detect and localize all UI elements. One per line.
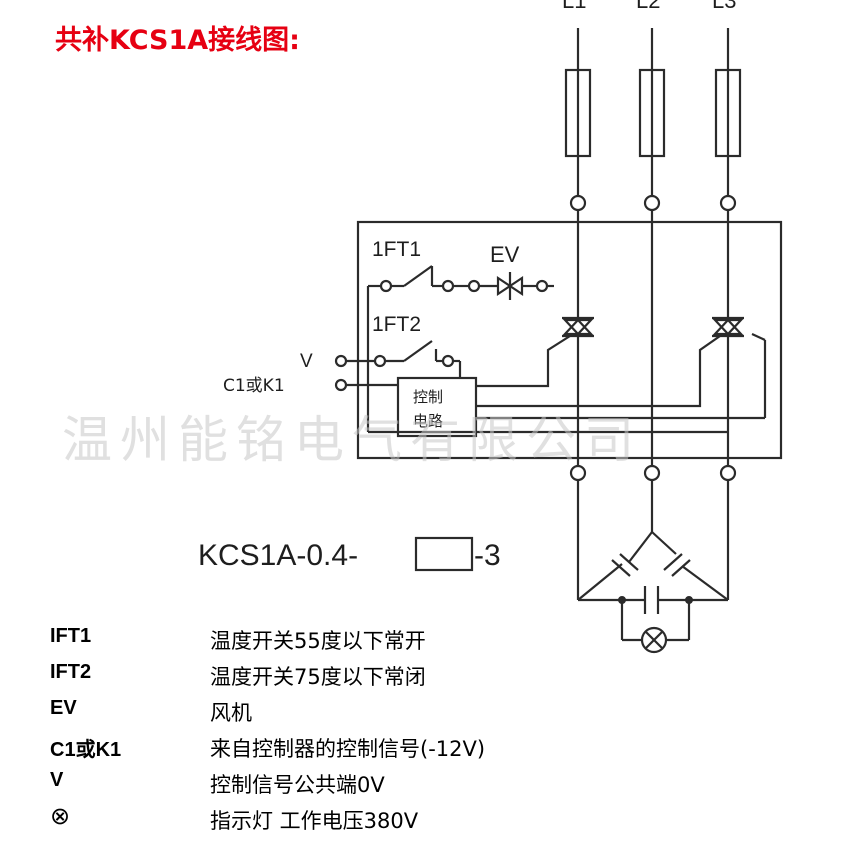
control-circuit-line1: 控制 — [413, 388, 443, 406]
terminal-top-l1 — [569, 194, 587, 212]
label-v: V — [300, 351, 313, 372]
thyristor-l3-icon — [712, 316, 744, 338]
indicator-lamp-icon — [640, 626, 668, 654]
terminal-top-l3 — [719, 194, 737, 212]
legend-desc: 温度开关55度以下常开 — [210, 629, 426, 653]
legend-key: IFT1 — [50, 625, 92, 647]
legend-desc: 指示灯 工作电压380V — [210, 809, 419, 833]
module-box — [356, 220, 783, 460]
legend-desc: 控制信号公共端0V — [210, 773, 385, 797]
legend-desc: 来自控制器的控制信号(-12V) — [210, 737, 486, 761]
legend-desc: 风机 — [210, 701, 252, 725]
thyristor-l1-icon — [562, 316, 594, 338]
model-prefix: KCS1A-0.4- — [198, 539, 358, 572]
ift1-switch-blade — [403, 265, 433, 287]
legend-key: C1或K1 — [50, 739, 122, 761]
fan-ev-icon — [496, 275, 512, 297]
lamp-symbol-icon: ⊗ — [50, 803, 71, 830]
watermark: 温州能铭电气有限公司 — [62, 411, 642, 469]
model-suffix: -3 — [474, 539, 501, 572]
legend-desc: 温度开关75度以下常闭 — [210, 665, 426, 689]
terminal-top-l2 — [643, 194, 661, 212]
terminal-label-l1: L1 — [562, 0, 586, 13]
control-circuit-line2: 电路 — [413, 412, 443, 430]
terminal-v — [334, 354, 348, 368]
capacitor-plate — [611, 559, 631, 577]
label-c1k1: C1或K1 — [223, 376, 285, 396]
label-ift1: 1FT1 — [372, 238, 421, 261]
legend-key: IFT2 — [50, 661, 92, 683]
legend-key: V — [50, 769, 64, 791]
ift2-switch-blade — [403, 340, 433, 362]
terminal-c1k1 — [334, 378, 348, 392]
terminal-label-l3: L3 — [712, 0, 736, 13]
legend-key: EV — [50, 697, 77, 719]
label-ev: EV — [490, 242, 520, 267]
terminal-label-l2: L2 — [636, 0, 660, 13]
diagram-title: 共补KCS1A接线图: — [55, 25, 300, 56]
label-ift2: 1FT2 — [372, 313, 421, 336]
model-suffix-box — [414, 536, 474, 572]
